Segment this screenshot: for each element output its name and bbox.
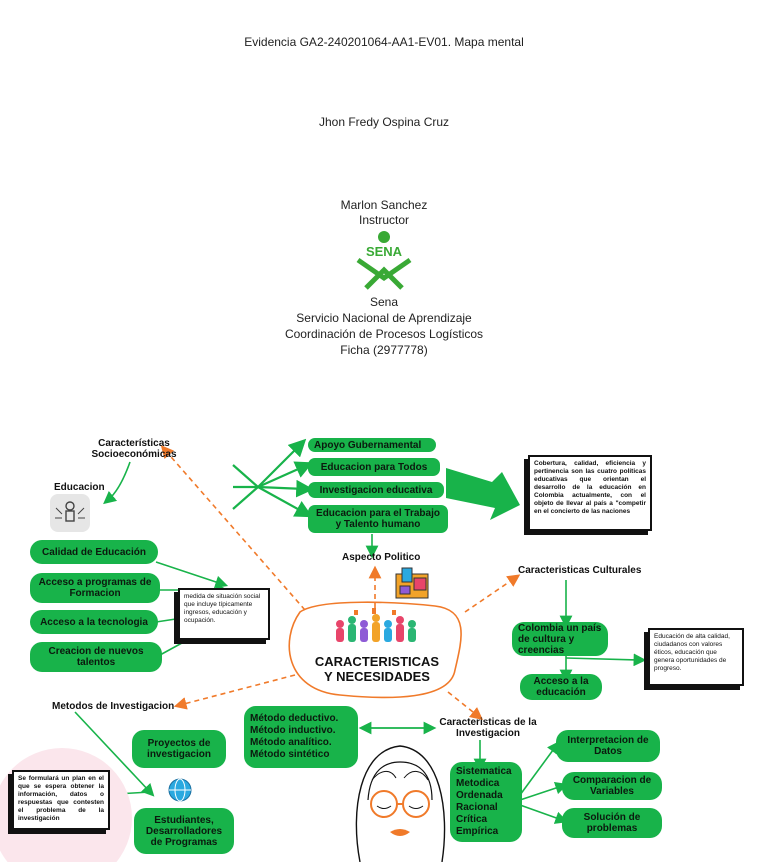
education-icon — [50, 494, 90, 532]
people-illustration — [330, 606, 420, 648]
socio-note: medida de situación social que incluye t… — [178, 588, 270, 640]
sena-logo-text: SENA — [366, 244, 403, 259]
metodos-note: Se formulará un plan en el que se espera… — [12, 770, 110, 830]
educacion-label: Educacion — [54, 482, 105, 493]
socio-item-calidad: Calidad de Educación — [30, 540, 158, 564]
org-short: Sena — [369, 295, 399, 309]
investigacion-item-variables: Comparacion de Variables — [562, 772, 662, 800]
politico-item-trabajo: Educacion para el Trabajo y Talento huma… — [308, 505, 448, 533]
investigacion-traits: Sistematica Metodica Ordenada Racional C… — [450, 762, 522, 842]
cultural-note: Educación de alta calidad, ciudadanos co… — [648, 628, 744, 686]
socio-item-acceso-programas: Acceso a programas de Formacion — [30, 573, 160, 603]
politico-item-apoyo: Apoyo Gubernamental — [308, 438, 436, 452]
department: Coordinación de Procesos Logísticos — [284, 327, 484, 341]
metodos-item-proyectos: Proyectos de investigacion — [132, 730, 226, 768]
politico-note: Cobertura, calidad, eficiencia y pertine… — [528, 455, 652, 531]
politico-item-investigacion: Investigacion educativa — [308, 482, 444, 498]
cultural-item-pais: Colombia un país de cultura y creencias — [512, 622, 608, 656]
center-topic: CARACTERISTICAS Y NECESIDADES — [314, 654, 440, 684]
politico-item-educacion-todos: Educacion para Todos — [308, 458, 440, 476]
socio-item-talentos: Creacion de nuevos talentos — [30, 642, 162, 672]
instructor-name: Marlon Sanchez — [340, 198, 428, 212]
sena-logo: SENA — [352, 230, 416, 290]
globe-icon — [160, 775, 200, 805]
ficha: Ficha (2977778) — [340, 343, 428, 357]
cultural-title: Caracteristicas Culturales — [518, 565, 642, 576]
investigacion-item-problemas: Solución de problemas — [562, 808, 662, 838]
investigacion-title: Caracteristicas de la Investigacion — [439, 717, 537, 739]
metodos-item-estudiantes: Estudiantes, Desarrolladores de Programa… — [134, 808, 234, 854]
author-name: Jhon Fredy Ospina Cruz — [318, 115, 450, 129]
document-title: Evidencia GA2-240201064-AA1-EV01. Mapa m… — [244, 35, 524, 49]
org-full: Servicio Nacional de Aprendizaje — [296, 311, 472, 325]
investigacion-methods: Método deductivo. Método inductivo. Méto… — [244, 706, 358, 768]
politics-icon — [394, 566, 430, 600]
investigacion-item-datos: Interpretacion de Datos — [556, 730, 660, 762]
cultural-item-acceso: Acceso a la educación — [520, 674, 602, 700]
politico-title: Aspecto Politico — [342, 552, 421, 563]
socio-title: Características Socioeconómicas — [91, 438, 177, 460]
metodos-title: Metodos de Investigacion — [52, 701, 175, 712]
socio-item-tecnologia: Acceso a la tecnologia — [30, 610, 158, 634]
instructor-role: Instructor — [358, 213, 409, 227]
face-illustration — [350, 740, 450, 862]
